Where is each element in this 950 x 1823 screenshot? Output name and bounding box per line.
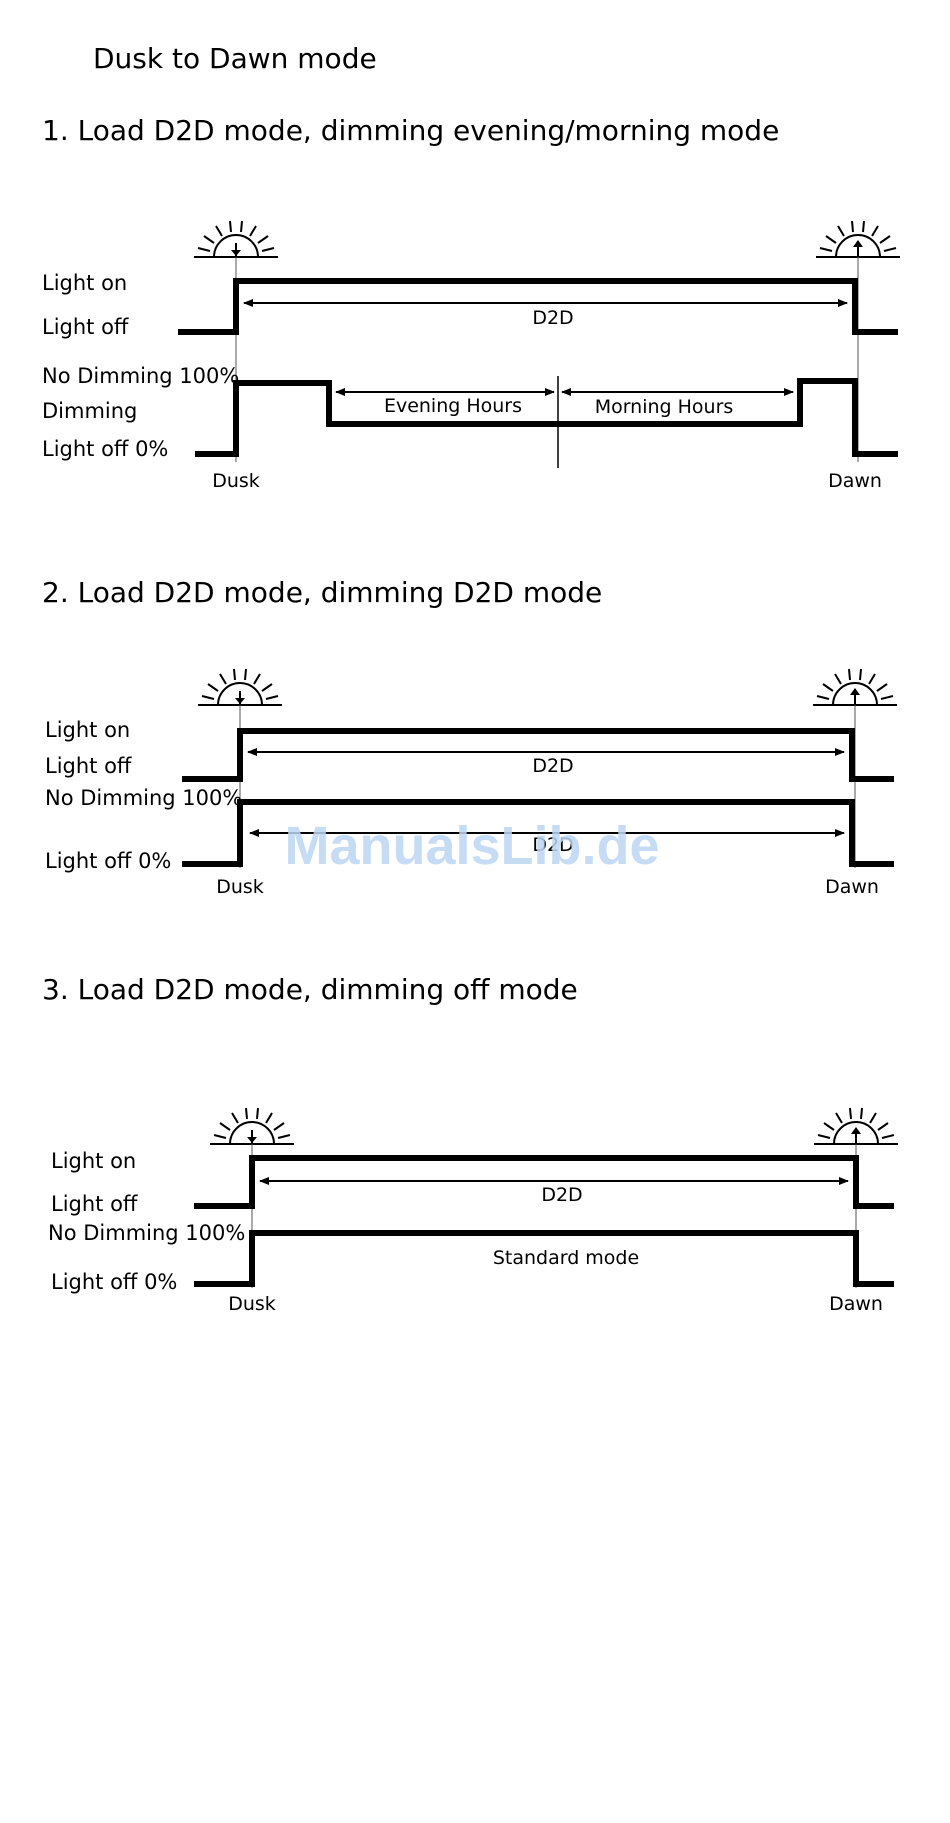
label-d2d-lower: D2D xyxy=(532,834,573,856)
label-light-on: Light on xyxy=(51,1149,136,1173)
label-light-on: Light on xyxy=(42,271,127,295)
diagram-3: Light on Light off No Dimming 100% Light… xyxy=(48,1107,899,1315)
label-light-off-0: Light off 0% xyxy=(45,849,171,873)
watermark: ManualsLib.de xyxy=(284,816,659,876)
label-no-dimming: No Dimming 100% xyxy=(48,1221,245,1245)
light-signal xyxy=(178,278,898,335)
dimming-signal xyxy=(194,1230,894,1287)
page-title: Dusk to Dawn mode xyxy=(93,42,377,75)
light-signal xyxy=(182,728,894,782)
light-signal xyxy=(194,1155,894,1209)
label-standard-mode: Standard mode xyxy=(493,1247,639,1269)
sunrise-icon xyxy=(815,220,901,258)
section-2-heading: 2. Load D2D mode, dimming D2D mode xyxy=(42,576,603,609)
label-light-on: Light on xyxy=(45,718,130,742)
label-dimming: Dimming xyxy=(42,399,137,423)
label-dawn: Dawn xyxy=(828,470,882,492)
diagram-1: Light on Light off No Dimming 100% Dimmi… xyxy=(42,220,901,492)
section-3-heading: 3. Load D2D mode, dimming off mode xyxy=(42,973,578,1006)
label-light-off: Light off xyxy=(42,315,129,339)
diagram-2: Light on Light off No Dimming 100% Light… xyxy=(45,668,898,898)
label-light-off-0: Light off 0% xyxy=(51,1270,177,1294)
sunrise-icon xyxy=(813,1107,899,1145)
label-light-off: Light off xyxy=(51,1192,138,1216)
label-no-dimming: No Dimming 100% xyxy=(42,364,239,388)
label-evening: Evening Hours xyxy=(384,395,522,417)
label-light-off: Light off xyxy=(45,754,132,778)
label-d2d: D2D xyxy=(532,755,573,777)
dimming-signal xyxy=(195,378,898,457)
sunset-icon xyxy=(197,668,283,706)
section-1-heading: 1. Load D2D mode, dimming evening/mornin… xyxy=(42,114,780,147)
label-dusk: Dusk xyxy=(212,470,260,492)
label-dawn: Dawn xyxy=(829,1293,883,1315)
dimming-signal xyxy=(182,799,894,867)
label-d2d: D2D xyxy=(532,307,573,329)
sunset-icon xyxy=(193,220,279,258)
sunset-icon xyxy=(209,1107,295,1145)
label-no-dimming: No Dimming 100% xyxy=(45,786,242,810)
label-dusk: Dusk xyxy=(228,1293,276,1315)
label-dawn: Dawn xyxy=(825,876,879,898)
label-d2d: D2D xyxy=(541,1184,582,1206)
sunrise-icon xyxy=(812,668,898,706)
label-dusk: Dusk xyxy=(216,876,264,898)
label-light-off-0: Light off 0% xyxy=(42,437,168,461)
label-morning: Morning Hours xyxy=(595,396,734,418)
